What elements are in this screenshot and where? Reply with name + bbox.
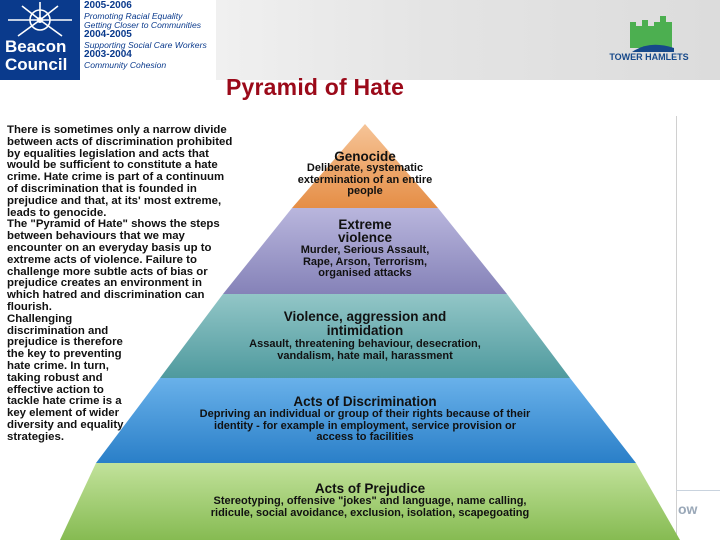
tier-title: Genocide (334, 149, 396, 164)
tier-description: Assault, threatening behaviour, desecrat… (249, 338, 481, 362)
beacon-council-logo: Beacon Council 2005-2006 Promoting Racia… (0, 0, 216, 80)
pyramid-tier-prejudice (60, 463, 680, 540)
award-text: Promoting Racial Equality (84, 10, 183, 21)
tier-title: Acts of Prejudice (314, 481, 426, 496)
award-text: Community Cohesion (84, 59, 167, 70)
tier-extreme-violence-text: Extreme violence Murder, Serious Assault… (292, 218, 438, 280)
beacon-council-name: Beacon Council (5, 38, 67, 74)
intro-paragraph-1: There is sometimes only a narrow divide … (7, 124, 233, 219)
intro-paragraph-2: The "Pyramid of Hate" shows the steps be… (7, 218, 220, 313)
award-year: 2005-2006 (84, 0, 132, 11)
award-text: Getting Closer to Communities (84, 19, 202, 30)
tier-discrimination-text: Acts of Discrimination Depriving an indi… (180, 395, 550, 444)
beacon-star-icon (8, 2, 72, 37)
award-year: 2003-2004 (84, 49, 132, 61)
beacon-awards-list: 2005-2006 Promoting Racial Equality Gett… (84, 0, 216, 70)
tier-description: Murder, Serious Assault, Rape, Arson, Te… (300, 244, 430, 279)
tier-title: Acts of Discrimination (293, 394, 437, 409)
award-text: Supporting Social Care Workers (84, 39, 207, 50)
award-year: 2004-2005 (84, 29, 132, 41)
page-title: Pyramid of Hate (226, 74, 405, 100)
tier-title: Extreme violence (337, 217, 393, 245)
beacon-name-line2: Council (5, 55, 68, 74)
tier-prejudice-text: Acts of Prejudice Stereotyping, offensiv… (190, 482, 550, 519)
tier-description: Depriving an individual or group of thei… (199, 408, 531, 443)
tier-description: Deliberate, systematic extermination of … (297, 162, 433, 197)
tier-description: Stereotyping, offensive "jokes" and lang… (210, 495, 530, 519)
pyramid-tier-discrimination (96, 378, 636, 463)
tower-hamlets-castle-icon (630, 16, 674, 52)
pyramid-tier-extreme-violence (223, 208, 507, 294)
side-text-fragment: ow (678, 501, 698, 517)
side-divider (676, 490, 720, 491)
pyramid-tier-genocide (292, 124, 438, 208)
intro-paragraph-3: Challenging discrimination and prejudice… (7, 312, 124, 443)
pyramid-tier-violence-aggression (160, 294, 570, 378)
intro-text: There is sometimes only a narrow divide … (7, 124, 237, 444)
beacon-star-mark: Beacon Council (0, 0, 80, 80)
beacon-name-line1: Beacon (5, 37, 67, 56)
tower-hamlets-caption: TOWER HAMLETS (609, 52, 689, 62)
tier-genocide-text: Genocide Deliberate, systematic extermin… (290, 150, 440, 198)
tier-title: Violence, aggression and intimidation (283, 309, 447, 338)
tier-violence-aggression-text: Violence, aggression and intimidation As… (230, 310, 500, 362)
